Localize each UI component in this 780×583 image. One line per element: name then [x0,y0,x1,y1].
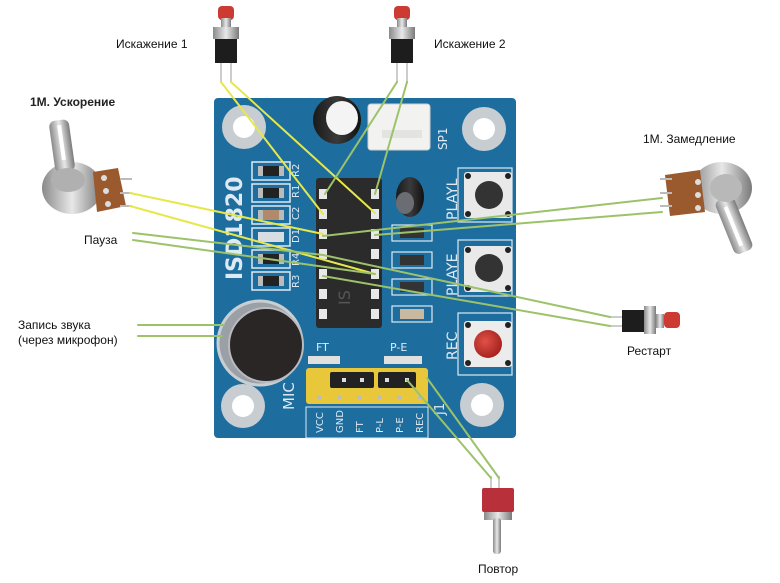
jumper-label-pe: P-E [390,341,407,354]
microphone [216,299,304,387]
refdes-r1: R1 [291,185,302,198]
pin-label-pe: P-E [395,417,406,433]
push-button-distortion1[interactable] [213,6,239,83]
toggle-switch-repeat[interactable] [482,476,514,554]
label-speedup: 1М. Ускорение [30,95,116,109]
label-distortion1: Искажение 1 [116,37,188,51]
wire-restart-a [322,254,611,318]
wire-slowdown-b [374,211,663,236]
refdes-d1: D1 [291,229,302,243]
button-label-rec: REC [445,331,461,360]
wire-distortion2-b [374,81,408,195]
label-distortion2: Искажение 2 [434,37,506,51]
pin-label-gnd: GND [335,410,346,433]
label-record: Запись звука (через микрофон) [18,318,118,347]
chip-marking: IS [335,290,354,305]
wire-restart-b [322,275,611,327]
jumper-label-ft: FT [316,341,329,354]
capacitor-small [396,177,424,217]
label-slowdown: 1М. Замедление [643,132,736,146]
label-restart: Рестарт [627,344,672,358]
wire-pause-a [132,232,324,256]
pin-label-pl: P-L [375,418,386,433]
wire-pause-b [132,239,376,275]
wire-speedup-a [129,192,324,235]
label-pause: Пауза [84,233,118,247]
mic-label: MIC [280,382,298,410]
button-playl[interactable] [457,167,513,223]
pin-label-ft: FT [355,420,366,433]
pin-label-rec: REC [415,413,426,433]
mounting-hole [222,105,266,149]
button-playe[interactable] [457,239,513,297]
wire-distortion1-a [220,81,324,215]
push-button-distortion2[interactable] [389,6,415,83]
isd1820-chip: IS [316,178,382,328]
refdes-c2: C2 [291,207,302,220]
mounting-hole [462,107,506,151]
refdes-r2: R2 [291,164,302,177]
wire-distortion1-b [230,81,376,214]
refdes-r4: R4 [291,253,302,266]
wires [129,81,663,479]
refdes-r3: R3 [291,275,302,288]
wire-slowdown-a [322,197,663,237]
jumper-block-label: J1 [433,403,448,416]
jumper-cap-pe[interactable] [378,372,416,388]
button-label-playl: PLAYL [445,178,461,220]
connector-label: SP1 [436,128,450,151]
push-button-restart[interactable] [610,306,680,334]
board-name: ISD1820 [223,176,248,280]
label-repeat: Повтор [478,562,519,576]
mounting-hole [221,384,265,428]
jumper-cap-ft[interactable] [330,372,374,388]
mounting-hole [460,383,504,427]
potentiometer-speedup[interactable] [42,119,132,214]
capacitor-large [313,96,361,144]
wire-repeat-a [406,379,492,479]
isd1820-board: R2 R1 C2 D1 R4 R3 ISD1820 SP1 [214,96,516,439]
wire-distortion2-a [324,81,398,195]
wire-speedup-b [129,205,376,275]
pin-header [306,368,428,404]
wire-repeat-b [426,377,500,479]
button-rec[interactable] [457,312,513,376]
potentiometer-slowdown[interactable] [660,162,754,256]
pin-label-vcc: VCC [315,412,326,433]
button-label-playe: PLAYE [445,254,461,296]
